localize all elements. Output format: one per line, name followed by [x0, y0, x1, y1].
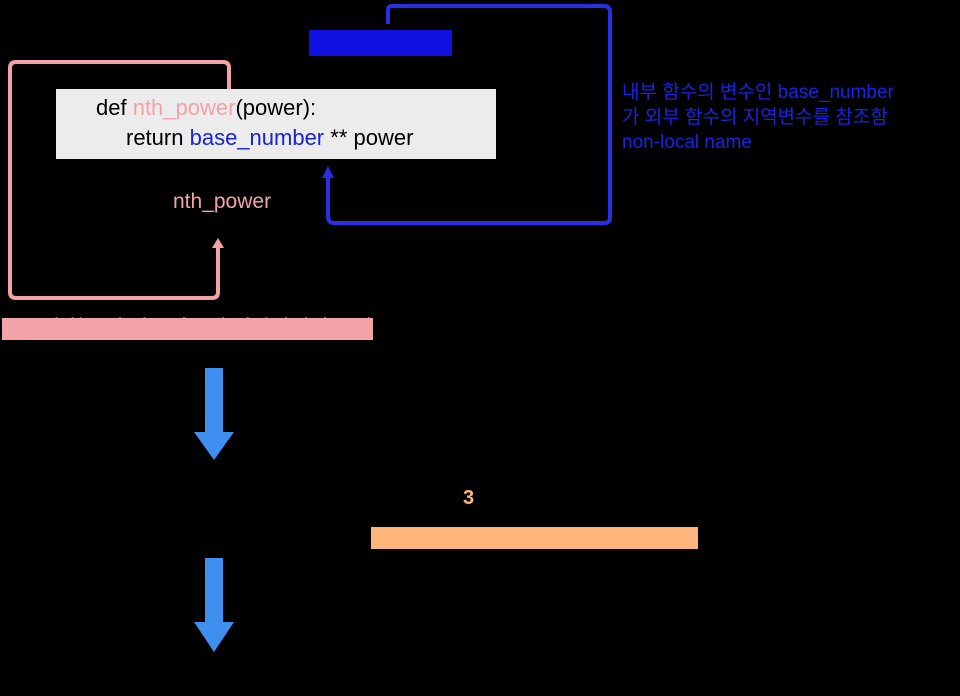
blue-frame-arrowhead: [322, 166, 334, 178]
code-def-keyword: def: [96, 95, 133, 120]
nonlocal-note-line-3: non-local name: [622, 132, 752, 153]
orange-result-text: base_number의 값 3이 계속 남아 있음: [371, 527, 698, 549]
closure-free-variable-caption: 클로저 함수의 자유변수에 저장되어있는 값: [2, 317, 374, 340]
code-line-1: def nth_power(power):: [96, 95, 316, 121]
code-return-keyword: return: [126, 125, 190, 150]
down-arrow-1: [194, 368, 234, 460]
nonlocal-note: 내부 함수의 변수인 base_number 가 외부 함수의 지역변수를 참조…: [622, 80, 894, 155]
nonlocal-note-line-2: 가 외부 함수의 지역변수를 참조함: [622, 107, 888, 128]
pink-frame-line: [8, 60, 231, 300]
code-fn-name: nth_power: [132, 95, 236, 120]
down-arrow-2: [194, 558, 234, 652]
code-base-number: base_number: [189, 125, 325, 150]
nonlocal-note-line-1: 내부 함수의 변수인 base_number: [622, 82, 894, 103]
code-power-expr: ** power: [324, 125, 414, 150]
blue-frame-line: [326, 3, 612, 225]
code-block: def nth_power(power): return base_number…: [56, 89, 496, 159]
orange-value: 3: [463, 487, 475, 509]
base-number-label: base_number: [309, 30, 453, 56]
code-line-2: return base_number ** power: [126, 125, 413, 151]
code-fn-params: (power):: [235, 95, 317, 120]
nth-power-label: nth_power: [173, 190, 272, 213]
pink-frame-arrowhead: [212, 238, 224, 248]
